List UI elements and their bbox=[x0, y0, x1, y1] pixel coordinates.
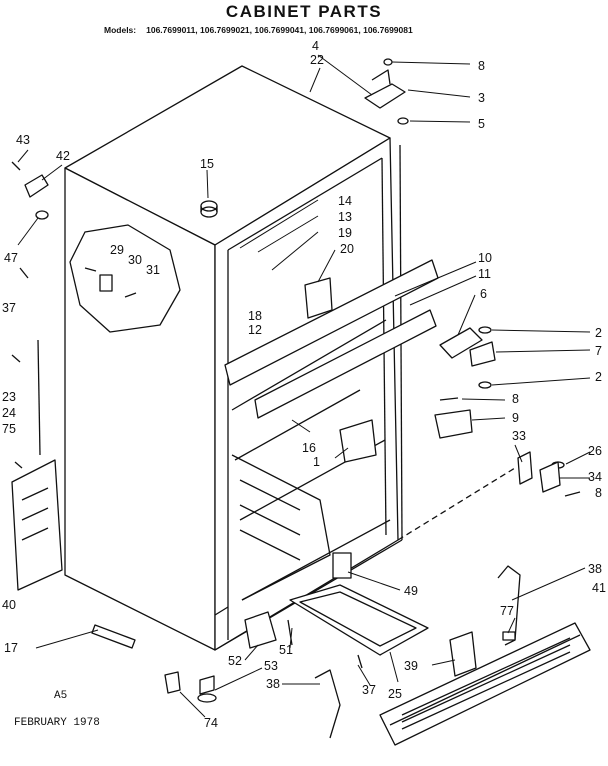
callout-47: 47 bbox=[4, 251, 18, 265]
model-list: Models: 106.7699011, 106.7699021, 106.769… bbox=[104, 25, 413, 35]
leader-lines bbox=[17, 54, 591, 718]
callout-52: 52 bbox=[228, 654, 242, 668]
callout-53: 53 bbox=[264, 659, 278, 673]
callout-12: 12 bbox=[248, 323, 262, 337]
callout-5: 5 bbox=[478, 117, 485, 131]
callout-10: 10 bbox=[478, 251, 492, 265]
top-hinge-assembly bbox=[200, 58, 409, 218]
callout-18: 18 bbox=[248, 309, 262, 323]
models-label: Models: bbox=[104, 25, 137, 35]
callout-14: 14 bbox=[338, 194, 352, 208]
callout-24: 24 bbox=[2, 406, 16, 420]
callout-41: 41 bbox=[592, 581, 606, 595]
callout-31: 31 bbox=[146, 263, 160, 277]
callout-8c: 8 bbox=[595, 486, 602, 500]
callout-37: 37 bbox=[2, 301, 16, 315]
page-title: CABINET PARTS bbox=[225, 2, 383, 21]
left-side-hardware bbox=[11, 161, 63, 591]
callout-26: 26 bbox=[588, 444, 602, 458]
callout-51: 51 bbox=[279, 643, 293, 657]
callout-40: 40 bbox=[2, 598, 16, 612]
publication-date: FEBRUARY 1978 bbox=[14, 717, 100, 729]
callout-2a: 2 bbox=[595, 326, 602, 340]
callout-34: 34 bbox=[588, 470, 602, 484]
callout-17: 17 bbox=[4, 641, 18, 655]
callout-42: 42 bbox=[56, 149, 70, 163]
callout-8: 8 bbox=[478, 59, 485, 73]
callout-75: 75 bbox=[2, 422, 16, 436]
callout-38b: 38 bbox=[266, 677, 280, 691]
callout-43: 43 bbox=[16, 133, 30, 147]
callout-49: 49 bbox=[404, 584, 418, 598]
callout-7: 7 bbox=[595, 344, 602, 358]
callout-39: 39 bbox=[404, 659, 418, 673]
callout-8b: 8 bbox=[512, 392, 519, 406]
callout-33: 33 bbox=[512, 429, 526, 443]
diagram-code: A5 bbox=[54, 690, 68, 702]
callout-22: 22 bbox=[310, 53, 324, 67]
bottom-parts bbox=[91, 552, 591, 746]
callout-20: 20 bbox=[340, 242, 354, 256]
callout-19: 19 bbox=[338, 226, 352, 240]
callout-15: 15 bbox=[200, 157, 214, 171]
callout-16: 16 bbox=[302, 441, 316, 455]
callout-23: 23 bbox=[2, 390, 16, 404]
model-numbers: 106.7699011, 106.7699021, 106.7699041, 1… bbox=[146, 25, 413, 35]
right-side-hardware bbox=[304, 277, 581, 541]
callout-4: 4 bbox=[312, 39, 319, 53]
callout-9: 9 bbox=[512, 411, 519, 425]
callout-30: 30 bbox=[128, 253, 142, 267]
callout-77: 77 bbox=[500, 604, 514, 618]
callout-13: 13 bbox=[338, 210, 352, 224]
detail-inset bbox=[69, 224, 181, 333]
callout-3: 3 bbox=[478, 91, 485, 105]
callout-74: 74 bbox=[204, 716, 218, 730]
callout-1: 1 bbox=[313, 455, 320, 469]
callout-2b: 2 bbox=[595, 370, 602, 384]
callout-29: 29 bbox=[110, 243, 124, 257]
callout-37b: 37 bbox=[362, 683, 376, 697]
callout-labels: 4 22 8 3 5 43 42 47 15 14 13 19 20 29 30… bbox=[2, 39, 606, 730]
callout-11: 11 bbox=[478, 267, 491, 281]
callout-25: 25 bbox=[388, 687, 402, 701]
callout-6: 6 bbox=[480, 287, 487, 301]
cabinet-shell bbox=[64, 65, 439, 651]
callout-38a: 38 bbox=[588, 562, 602, 576]
